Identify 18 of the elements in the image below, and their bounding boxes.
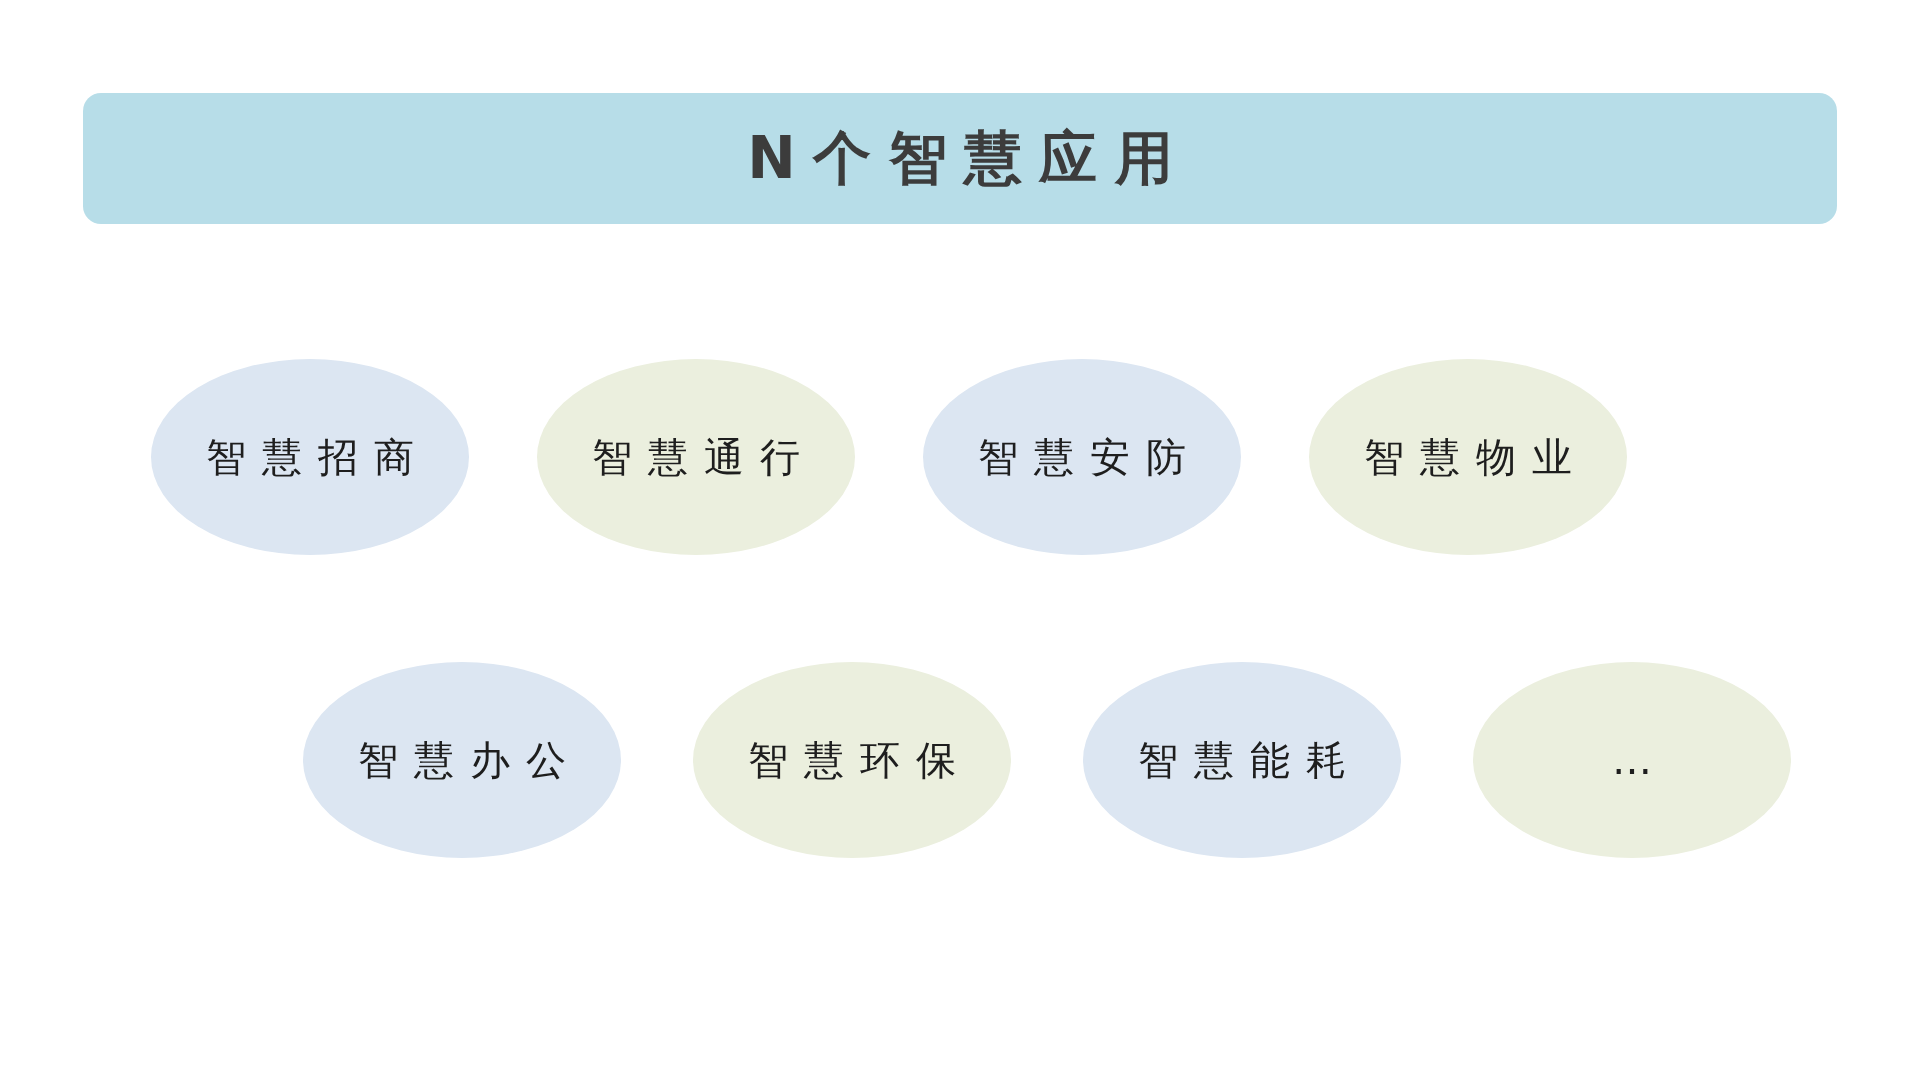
header-band [83, 93, 1837, 224]
app-label: 智慧物业 [1363, 432, 1588, 482]
header-title: N个智慧应用 [746, 122, 1191, 194]
app-ellipse [1083, 662, 1401, 858]
app-label: 智慧能耗 [1137, 735, 1362, 785]
app-label: 智慧办公 [357, 735, 582, 785]
app-ellipse [693, 662, 1011, 858]
app-ellipse [923, 359, 1241, 555]
app-ellipse [151, 359, 469, 555]
app-label: 智慧安防 [977, 432, 1202, 482]
app-ellipse [1473, 662, 1791, 858]
app-label: 智慧招商 [205, 432, 430, 482]
app-label: 智慧通行 [591, 432, 816, 482]
app-ellipse [1309, 359, 1627, 555]
app-ellipse [537, 359, 855, 555]
app-label: 智慧环保 [747, 735, 972, 785]
app-ellipse [303, 662, 621, 858]
app-label: … [1611, 737, 1668, 783]
